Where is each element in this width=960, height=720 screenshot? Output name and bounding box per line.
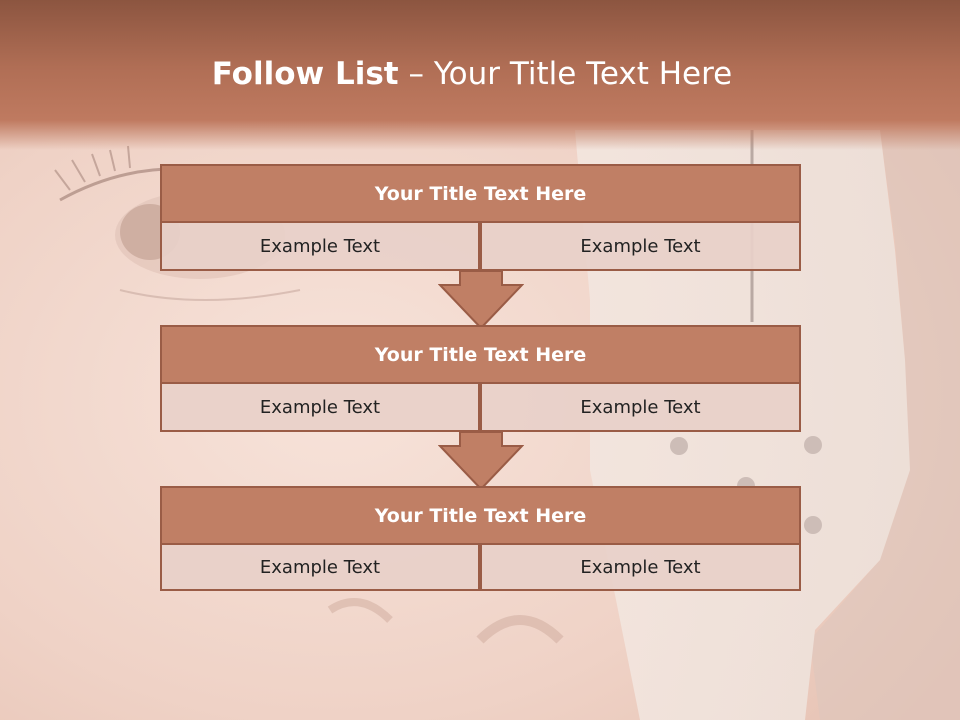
block-cell-right: Example Text: [480, 221, 801, 271]
title-bold: Follow List: [211, 56, 399, 92]
block-cell-left: Example Text: [160, 543, 480, 591]
slide-title: Follow List – Your Title Text Here: [0, 52, 944, 96]
title-rest: – Your Title Text Here: [398, 56, 733, 92]
down-arrow-icon: [438, 431, 524, 491]
block-cell-left: Example Text: [160, 382, 480, 432]
block-title: Your Title Text Here: [160, 325, 801, 384]
down-arrow-icon: [438, 270, 524, 330]
block-cell-right: Example Text: [480, 382, 801, 432]
block-title: Your Title Text Here: [160, 486, 801, 545]
block-cell-left: Example Text: [160, 221, 480, 271]
block-title: Your Title Text Here: [160, 164, 801, 223]
title-bar: [0, 0, 960, 150]
block-cell-right: Example Text: [480, 543, 801, 591]
